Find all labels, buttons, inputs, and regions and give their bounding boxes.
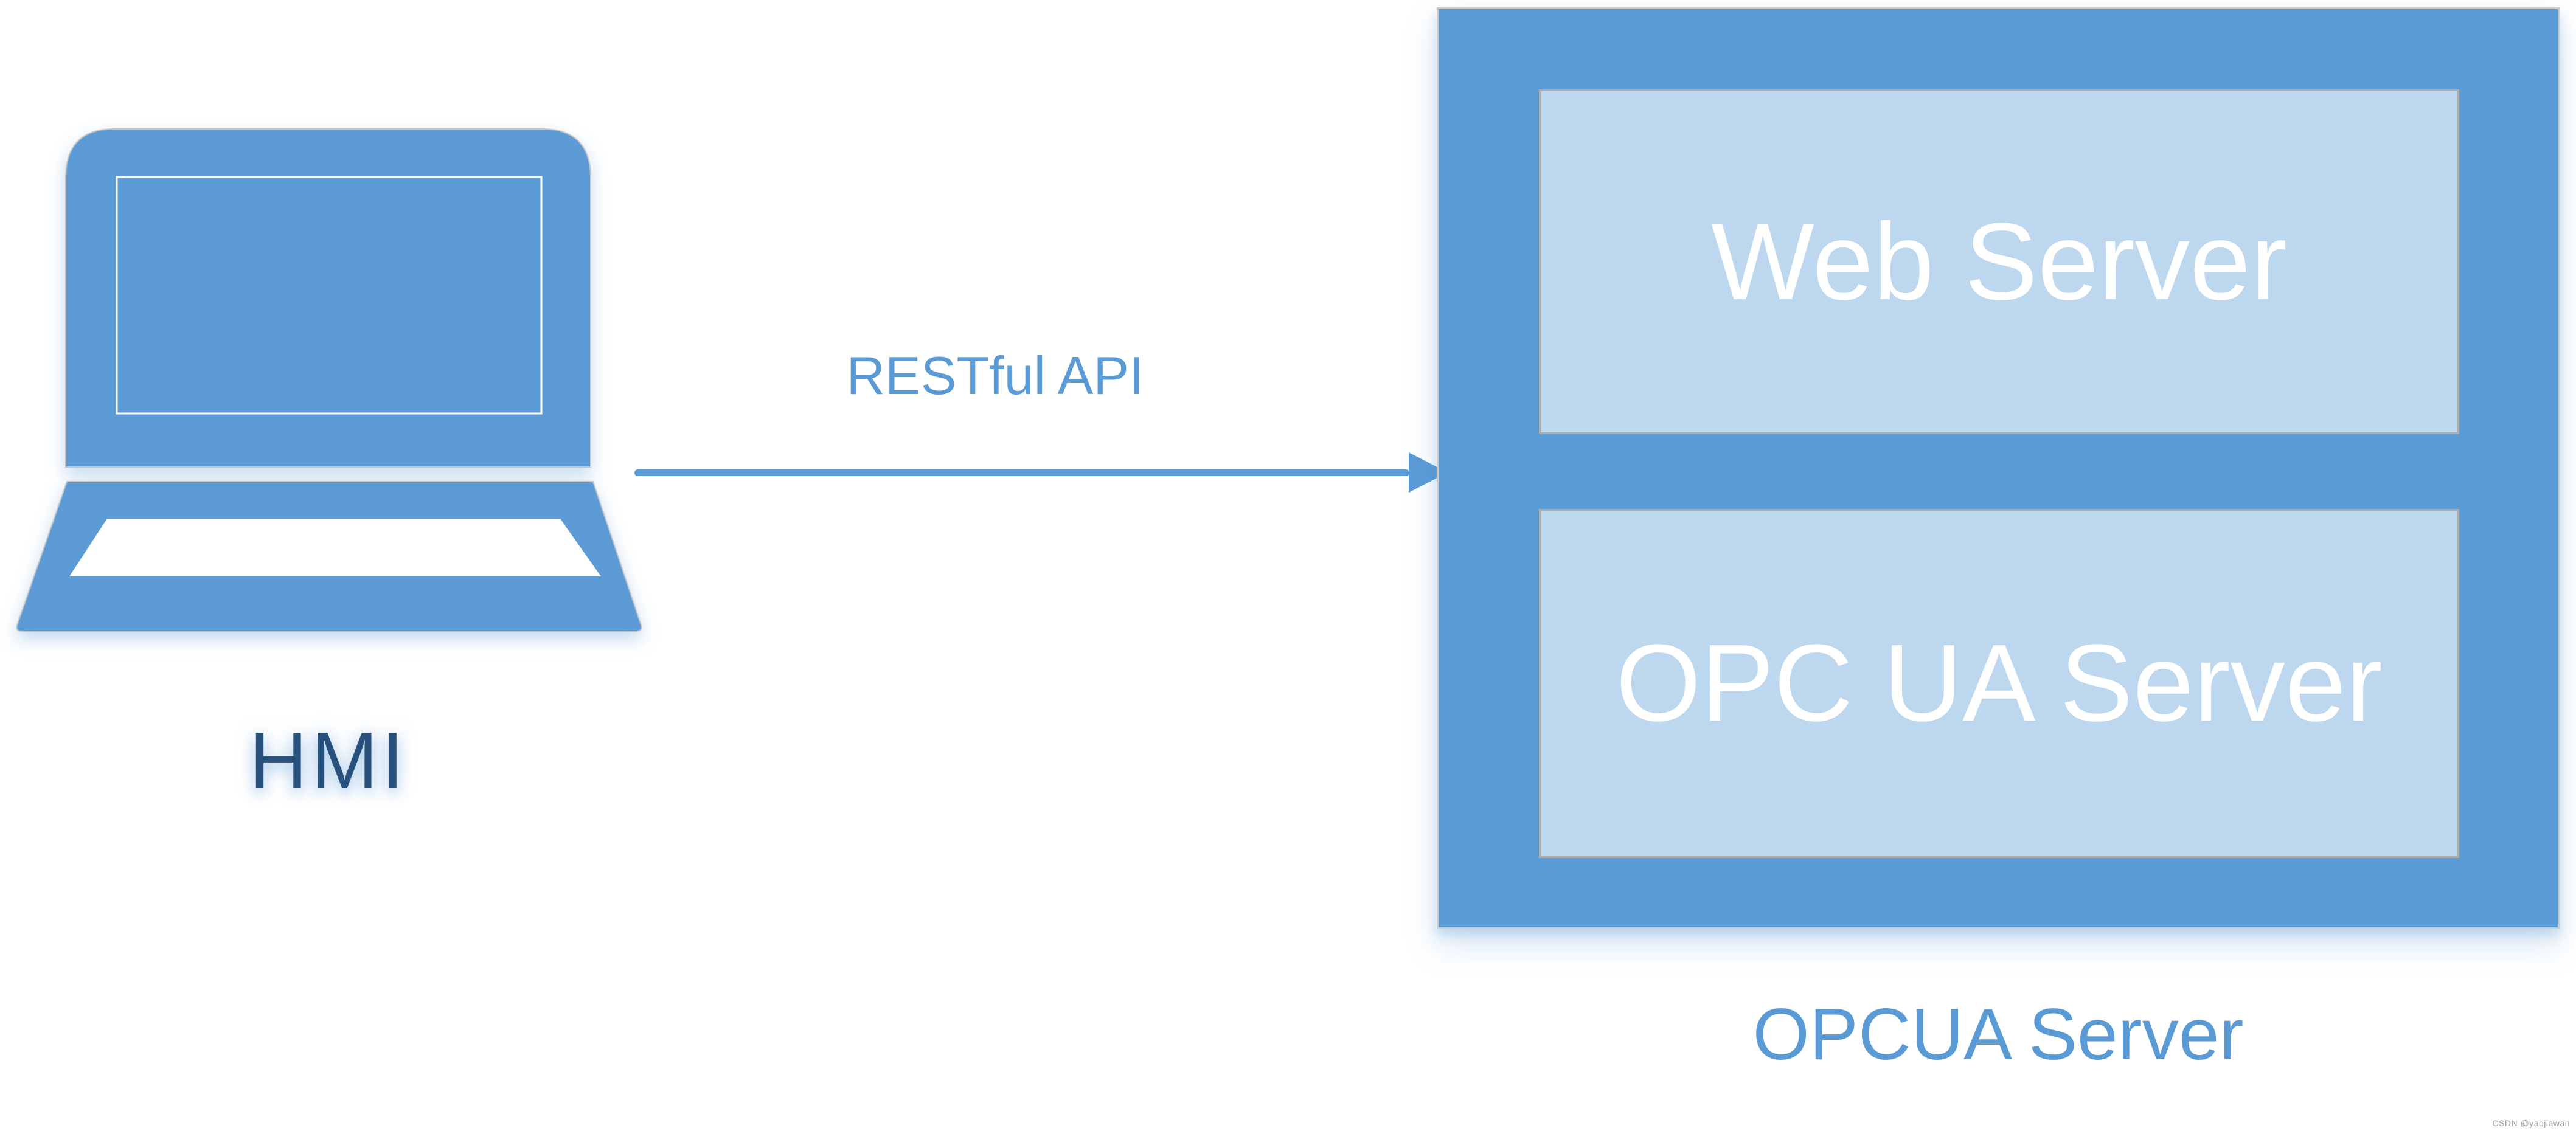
hmi-label: HMI bbox=[249, 716, 408, 805]
connection-arrow-line bbox=[634, 469, 1409, 476]
opc-ua-server-label: OPC UA Server bbox=[1616, 622, 2383, 744]
connection-label: RESTful API bbox=[846, 345, 1144, 406]
watermark: CSDN @yaojiawan bbox=[2492, 1118, 2570, 1128]
laptop-icon bbox=[16, 128, 642, 632]
laptop-lid bbox=[65, 128, 591, 468]
opc-ua-server-box: OPC UA Server bbox=[1539, 509, 2459, 858]
opcua-server-box: Web Server OPC UA Server bbox=[1437, 7, 2560, 929]
laptop-keyboard bbox=[69, 519, 601, 576]
web-server-box: Web Server bbox=[1539, 89, 2459, 434]
web-server-label: Web Server bbox=[1710, 200, 2288, 323]
laptop-screen bbox=[116, 176, 543, 415]
opcua-server-caption: OPCUA Server bbox=[1752, 994, 2244, 1075]
